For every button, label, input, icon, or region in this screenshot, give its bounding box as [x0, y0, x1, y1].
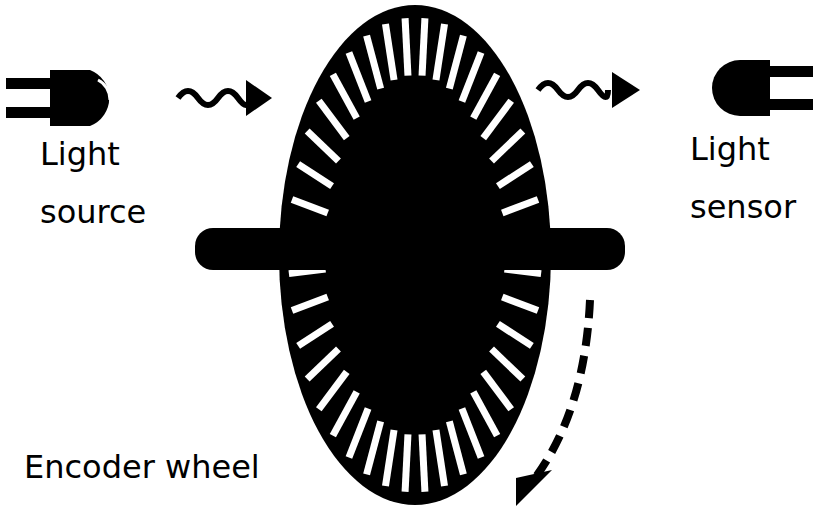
wheel-slot	[498, 324, 532, 346]
wheel-slot	[405, 434, 408, 491]
wheel-slot	[498, 164, 532, 186]
wheel-slot	[319, 372, 347, 409]
wheel-slot	[385, 24, 394, 80]
wheel-slot	[436, 430, 445, 486]
wheel-slot	[298, 324, 332, 346]
wheel-slot	[349, 52, 368, 101]
wheel-slot	[333, 392, 357, 436]
wheel-slot	[292, 200, 328, 213]
wheel-slot	[462, 52, 481, 101]
light-sensor-icon	[712, 60, 813, 116]
wheel-slot	[502, 200, 538, 213]
wheel-slot	[436, 24, 445, 80]
shaft	[195, 228, 625, 270]
light-beam-arrow	[178, 80, 272, 116]
light-beam-arrow	[538, 72, 640, 108]
wheel-slot	[502, 297, 538, 310]
part-label: Light sensor	[690, 120, 808, 236]
wheel-slot	[483, 101, 511, 138]
wheel-slot	[367, 36, 381, 89]
wheel-slot	[333, 74, 357, 118]
wheel-slot	[367, 421, 381, 474]
wheel-slot	[319, 101, 347, 138]
wheel-slot	[307, 349, 338, 379]
wheel-slot	[449, 36, 463, 89]
wheel-slot	[298, 164, 332, 186]
part-label: Encoder wheel	[24, 438, 260, 496]
wheel-slot	[307, 131, 338, 161]
wheel-slot	[292, 297, 328, 310]
wheel-slot	[462, 408, 481, 457]
wheel-slot	[405, 18, 408, 75]
rotation-arrow	[516, 300, 590, 506]
wheel-slot	[492, 131, 523, 161]
wheel-slot	[473, 74, 497, 118]
wheel-slot	[349, 408, 368, 457]
wheel-slot	[473, 392, 497, 436]
wheel-slot	[385, 430, 394, 486]
wheel-slot	[449, 421, 463, 474]
light-source-icon	[6, 70, 110, 126]
wheel-slot	[422, 434, 425, 491]
part-label: Light source	[40, 125, 180, 241]
wheel-slot	[483, 372, 511, 409]
wheel-slot	[422, 18, 425, 75]
wheel-slot	[492, 349, 523, 379]
